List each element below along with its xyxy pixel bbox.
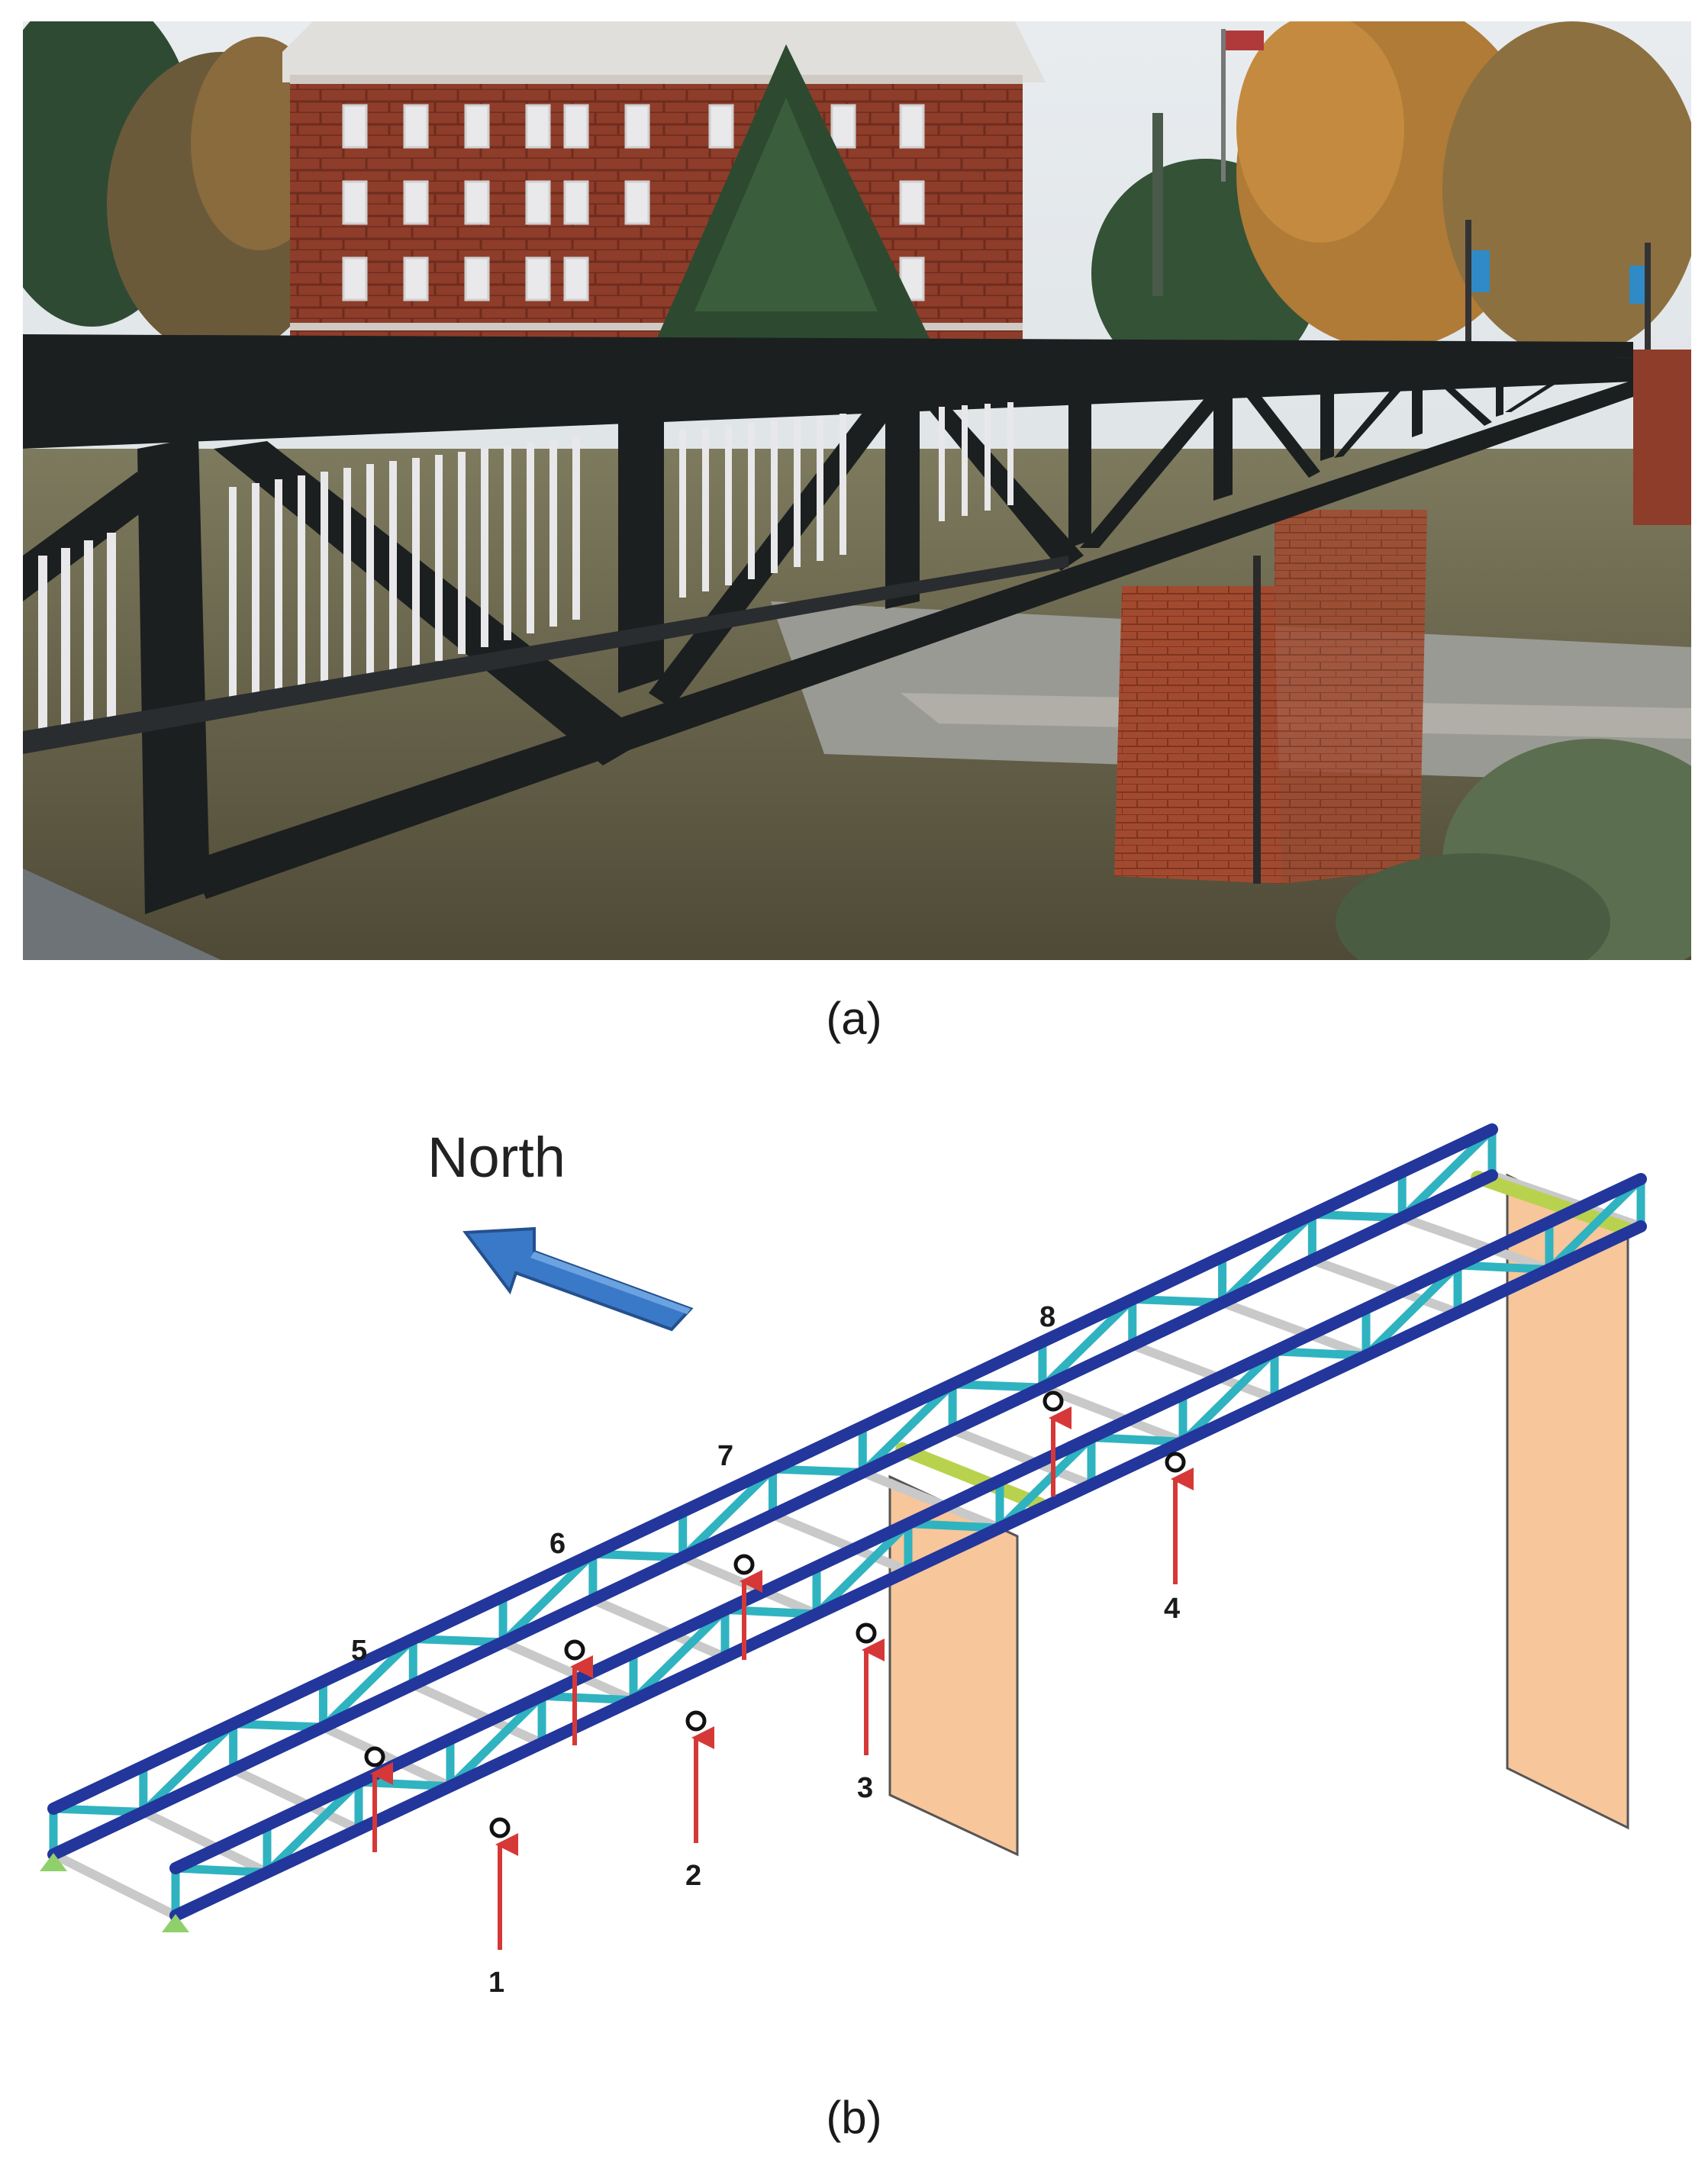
sensor-marker — [489, 1817, 511, 1838]
north-label: North — [427, 1126, 566, 1189]
floor-beam — [1127, 1340, 1279, 1403]
floor-beam — [768, 1510, 913, 1576]
truss-diagonal — [171, 1864, 272, 1877]
truss-diagonal — [904, 1519, 1004, 1532]
floor-beam — [1307, 1255, 1462, 1317]
floor-beam — [588, 1595, 730, 1662]
sensor-marker — [733, 1554, 755, 1575]
truss-diagonal — [588, 1549, 688, 1562]
truss-diagonal — [1397, 1125, 1497, 1223]
truss-diagonal — [1128, 1295, 1227, 1307]
truss-diagonal — [318, 1635, 417, 1732]
support-near-icon — [162, 1914, 189, 1932]
truss-diagonal — [812, 1519, 913, 1619]
floor-beam — [49, 1850, 180, 1920]
truss-diagonal — [1218, 1210, 1316, 1307]
bridge-photo — [23, 21, 1691, 960]
sensor-2: 2 — [685, 1710, 714, 1892]
sensor-marker — [685, 1710, 707, 1732]
truss-diagonal — [1453, 1261, 1554, 1274]
truss-diagonal — [537, 1691, 638, 1705]
truss-diagonal — [1270, 1347, 1371, 1360]
truss-diagonal — [263, 1777, 363, 1877]
sensor-label: 8 — [1039, 1301, 1055, 1333]
foreground-railing — [23, 868, 221, 960]
top-chord — [47, 1123, 1498, 1815]
lamp-posts — [1465, 220, 1651, 365]
floor-beam — [1037, 1383, 1188, 1447]
sensor-marker — [364, 1746, 385, 1767]
sensor-label: 4 — [1164, 1593, 1180, 1625]
panel-b-caption: (b) — [826, 2092, 882, 2143]
truss-diagonal — [769, 1464, 867, 1477]
floor-beam — [228, 1764, 363, 1835]
sensor-layer: 1 2 3 4 5 6 7 8 — [351, 1301, 1194, 1999]
truss-diagonal — [139, 1719, 238, 1816]
sensor-label: 3 — [857, 1772, 873, 1804]
trees-right — [1091, 21, 1691, 388]
railing-pickets — [38, 402, 1014, 746]
truss-diagonal — [229, 1719, 327, 1732]
truss-diagonal — [858, 1380, 957, 1477]
floor-beam — [318, 1722, 455, 1791]
sensor-1: 1 — [488, 1817, 518, 1999]
brick-pier — [1114, 510, 1427, 884]
floor-beam — [138, 1807, 272, 1877]
sensor-3: 3 — [856, 1622, 885, 1804]
truss-diagonal — [1362, 1261, 1462, 1360]
truss-diagonal — [948, 1380, 1047, 1392]
bottom-chord — [47, 1169, 1498, 1861]
truss-diagonal — [446, 1691, 546, 1791]
sensor-label: 5 — [351, 1635, 367, 1667]
sensor-label: 6 — [549, 1528, 566, 1560]
truss-diagonal — [995, 1433, 1096, 1532]
sensor-label: 7 — [717, 1440, 733, 1472]
panel-a-caption: (a) — [826, 993, 882, 1044]
pier-far — [1506, 1173, 1629, 1830]
truss-diagonal — [408, 1635, 508, 1647]
support-far-icon — [40, 1853, 67, 1871]
sensor-label: 1 — [488, 1967, 504, 1999]
pier-beam — [895, 1442, 1047, 1512]
floor-beam — [858, 1468, 1004, 1533]
sensor-label: 2 — [685, 1860, 701, 1892]
truss-diagonal — [1178, 1347, 1279, 1446]
bridge-model-diagram: North 1 2 3 4 5 6 7 8 — [40, 1123, 1647, 1999]
truss-diagonal — [498, 1549, 598, 1647]
floor-beam — [498, 1637, 638, 1705]
truss-diagonal — [720, 1605, 821, 1619]
truss-diagonal — [49, 1804, 148, 1816]
steel-truss-bridge — [23, 334, 1633, 914]
truss-diagonal — [1087, 1433, 1188, 1446]
truss-diagonal — [1038, 1295, 1137, 1392]
brick-building — [282, 21, 1046, 350]
floor-beam — [1397, 1213, 1554, 1274]
sensor-marker — [856, 1622, 877, 1644]
bottom-chord — [169, 1220, 1647, 1922]
sensor-7: 7 — [717, 1440, 762, 1660]
truss-diagonal — [629, 1605, 730, 1705]
truss-model — [40, 1123, 1647, 1932]
sensor-6: 6 — [549, 1528, 593, 1745]
floor-beam — [948, 1425, 1096, 1490]
sensor-8: 8 — [1039, 1301, 1072, 1497]
floor-beam — [408, 1680, 546, 1748]
sensor-4: 4 — [1164, 1452, 1194, 1625]
north-arrow-icon — [462, 1226, 694, 1332]
sensor-marker — [564, 1639, 585, 1661]
truss-diagonal — [1545, 1174, 1645, 1274]
truss-diagonal — [1307, 1210, 1407, 1223]
sensor-marker — [1043, 1390, 1064, 1412]
top-chord — [169, 1173, 1647, 1874]
sensor-marker — [1165, 1452, 1186, 1473]
truss-diagonal — [678, 1464, 777, 1562]
sensor-5: 5 — [351, 1635, 393, 1852]
floor-beam — [1217, 1297, 1371, 1361]
